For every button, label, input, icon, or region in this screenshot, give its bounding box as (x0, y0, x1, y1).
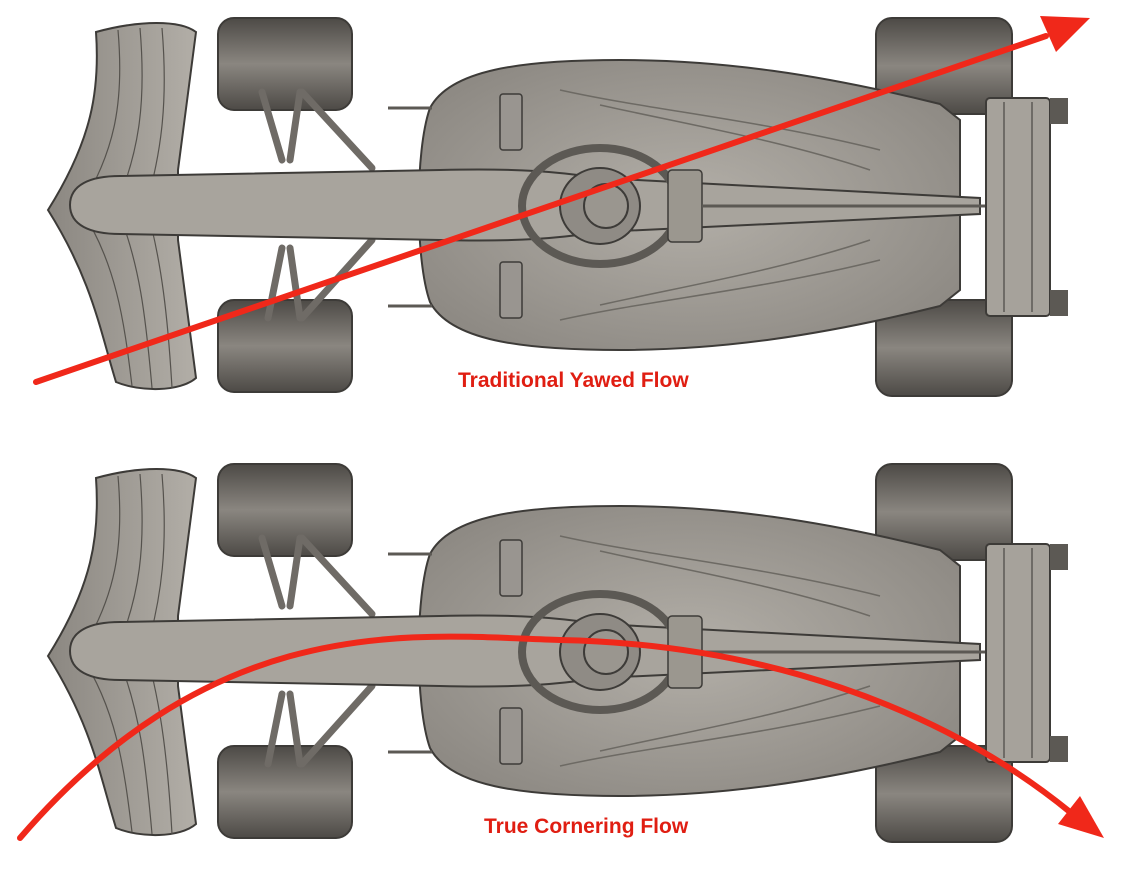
flow-arrow (17, 633, 1104, 841)
panel-caption: True Cornering Flow (484, 815, 689, 838)
yawed-flow-diagram (33, 0, 1090, 420)
f1-car-top-view (48, 18, 1068, 396)
cornering-flow-diagram (17, 446, 1104, 889)
cornering-flow-panel: True Cornering Flow (0, 446, 1124, 889)
panel-caption: Traditional Yawed Flow (458, 369, 689, 392)
flow-arrow (33, 16, 1090, 385)
f1-car-top-view (48, 464, 1068, 842)
yawed-flow-panel: Traditional Yawed Flow (0, 0, 1124, 420)
